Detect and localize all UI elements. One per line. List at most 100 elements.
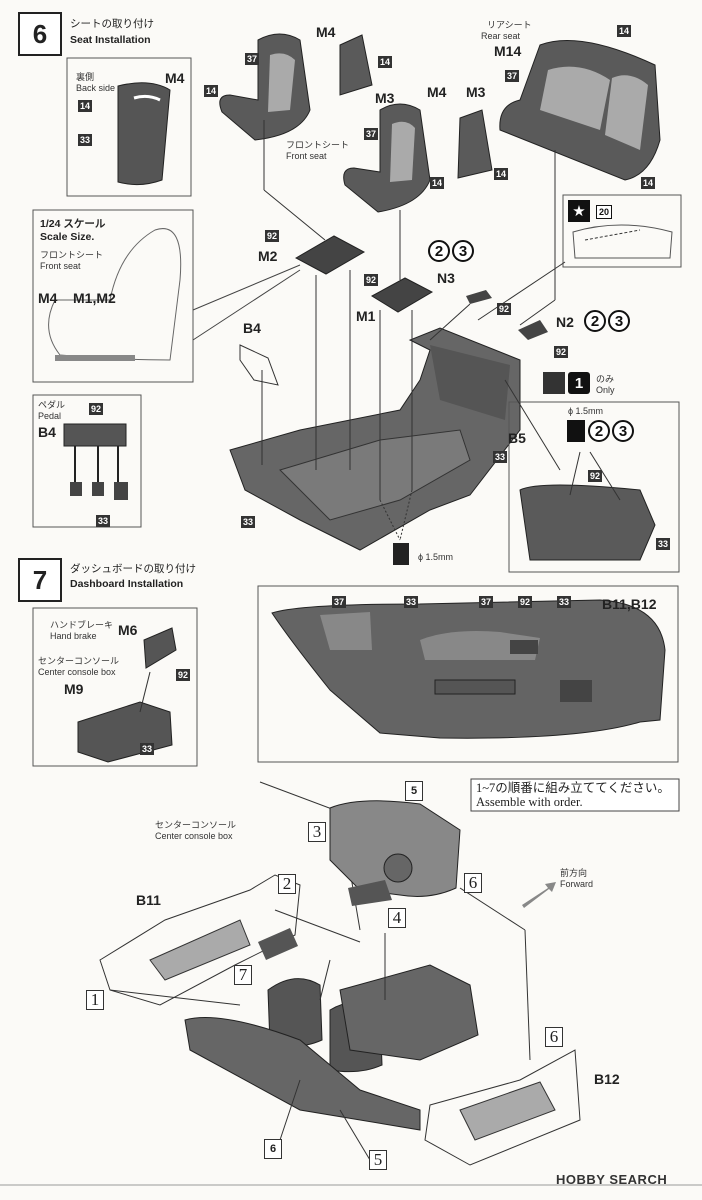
option-striped-icon [543, 372, 565, 394]
code-37-top: 37 [245, 53, 260, 65]
code-33-console: 33 [140, 743, 155, 755]
code-14-top-mid: 14 [378, 56, 393, 68]
label-b4: B4 [243, 320, 261, 336]
hand-brake-en: Hand brake [50, 631, 97, 641]
option-1: 1 [568, 372, 590, 394]
label-m9: M9 [64, 681, 84, 697]
code-92-panel: 92 [518, 596, 533, 608]
label-b5: B5 [508, 430, 526, 446]
label-m4-scale: M4 [38, 290, 58, 306]
code-92-m2: 92 [265, 230, 280, 242]
label-m14: M14 [494, 43, 522, 59]
order-1: 1 [86, 990, 104, 1010]
code-92-pedal: 92 [89, 403, 104, 415]
pedal-en: Pedal [38, 411, 62, 421]
option-2-detail: 2 [588, 420, 610, 442]
code-33-panel-left: 33 [404, 596, 419, 608]
console-en-assembly: Center console box [155, 831, 233, 841]
label-m1: M1 [356, 308, 376, 324]
code-37-rear: 37 [505, 70, 520, 82]
label-m6: M6 [118, 622, 138, 638]
option-3-n3: 3 [452, 240, 474, 262]
watermark: HOBBY SEARCH [556, 1172, 668, 1187]
label-b4-pedal: B4 [38, 424, 56, 440]
star-icon: ★ [568, 200, 590, 222]
option-3-n2: 3 [608, 310, 630, 332]
step6-title-jp: シートの取り付け [70, 18, 154, 30]
code-14-mid: 14 [430, 177, 445, 189]
label-m4-back: M4 [165, 70, 185, 86]
order-6: 6 [464, 873, 482, 893]
hand-brake-jp: ハンドブレーキ [50, 620, 114, 630]
scale-jp: 1/24 スケール [40, 218, 106, 230]
code-92-console: 92 [176, 669, 191, 681]
label-b12: B12 [594, 1071, 620, 1087]
step-number-7: 7 [18, 558, 62, 602]
code-33-floor: 33 [493, 451, 508, 463]
scale-front-seat-jp: フロントシート [40, 250, 104, 260]
code-92-n3: 92 [497, 303, 512, 315]
code-37-mid: 37 [364, 128, 379, 140]
option-2-n3: 2 [428, 240, 450, 262]
option-1-only: 1 [568, 372, 590, 394]
option-2-n2: 2 [584, 310, 606, 332]
order-5-bottom: 5 [369, 1150, 387, 1170]
back-side-jp: 裏側 [76, 72, 95, 82]
label-n2: N2 [556, 314, 574, 330]
step-number-6: 6 [18, 12, 62, 56]
order-instruction-en: Assemble with order. [476, 795, 583, 809]
label-m1m2-scale: M1,M2 [73, 290, 116, 306]
order-4: 4 [388, 908, 406, 928]
code-33-panel-right: 33 [557, 596, 572, 608]
only-jp: のみ [596, 374, 615, 384]
label-m2: M2 [258, 248, 278, 264]
order-7: 7 [234, 965, 252, 985]
order-instruction-jp: 1~7の順番に組み立ててください。 [476, 781, 670, 795]
scale-en: Scale Size. [40, 231, 95, 243]
code-14-back: 14 [78, 100, 93, 112]
code-33-detail: 33 [656, 538, 671, 550]
label-n3: N3 [437, 270, 455, 286]
front-seat-jp: フロントシート [286, 140, 350, 150]
step7-title-jp: ダッシュボードの取り付け [70, 563, 196, 575]
code-33-back: 33 [78, 134, 93, 146]
code-14-top-left: 14 [204, 85, 219, 97]
option-3-detail: 3 [612, 420, 634, 442]
step7-title-en: Dashboard Installation [70, 578, 184, 590]
code-20: 20 [596, 205, 613, 219]
code-14-rear-bottom: 14 [641, 177, 656, 189]
order-2: 2 [278, 874, 296, 894]
front-seat-en: Front seat [286, 151, 327, 161]
phi-label-detail: ϕ 1.5mm [568, 406, 604, 416]
label-b11: B11 [136, 892, 161, 908]
label-m3-top: M3 [375, 90, 395, 106]
drill-icon [567, 420, 585, 442]
label-b11b12: B11,B12 [602, 596, 657, 612]
order-6-right: 6 [545, 1027, 563, 1047]
phi-label: ϕ 1.5mm [418, 552, 454, 562]
code-37-panel-left: 37 [332, 596, 347, 608]
code-14-rear-top: 14 [617, 25, 632, 37]
code-33-floor-left: 33 [241, 516, 256, 528]
option-23-detail: 2 3 [588, 420, 634, 442]
option-23-n3: 2 3 [428, 240, 474, 262]
rear-seat-jp: リアシート [487, 20, 532, 30]
scale-front-seat-en: Front seat [40, 261, 81, 271]
rear-seat-en: Rear seat [481, 31, 521, 41]
order-5-box: 5 [405, 781, 423, 801]
console-en: Center console box [38, 667, 116, 677]
code-33-pedal: 33 [96, 515, 111, 527]
code-92-m1: 92 [364, 274, 379, 286]
label-m4-top: M4 [316, 24, 336, 40]
forward-jp: 前方向 [560, 868, 588, 878]
back-side-en: Back side [76, 83, 116, 93]
only-en: Only [596, 385, 615, 395]
console-jp: センターコンソール [38, 656, 120, 666]
code-92-detail: 92 [588, 470, 603, 482]
console-jp-assembly: センターコンソール [155, 820, 237, 830]
code-92-n2: 92 [554, 346, 569, 358]
order-3: 3 [308, 822, 326, 842]
forward-en: Forward [560, 879, 594, 889]
order-6-box-bottom: 6 [264, 1139, 282, 1159]
